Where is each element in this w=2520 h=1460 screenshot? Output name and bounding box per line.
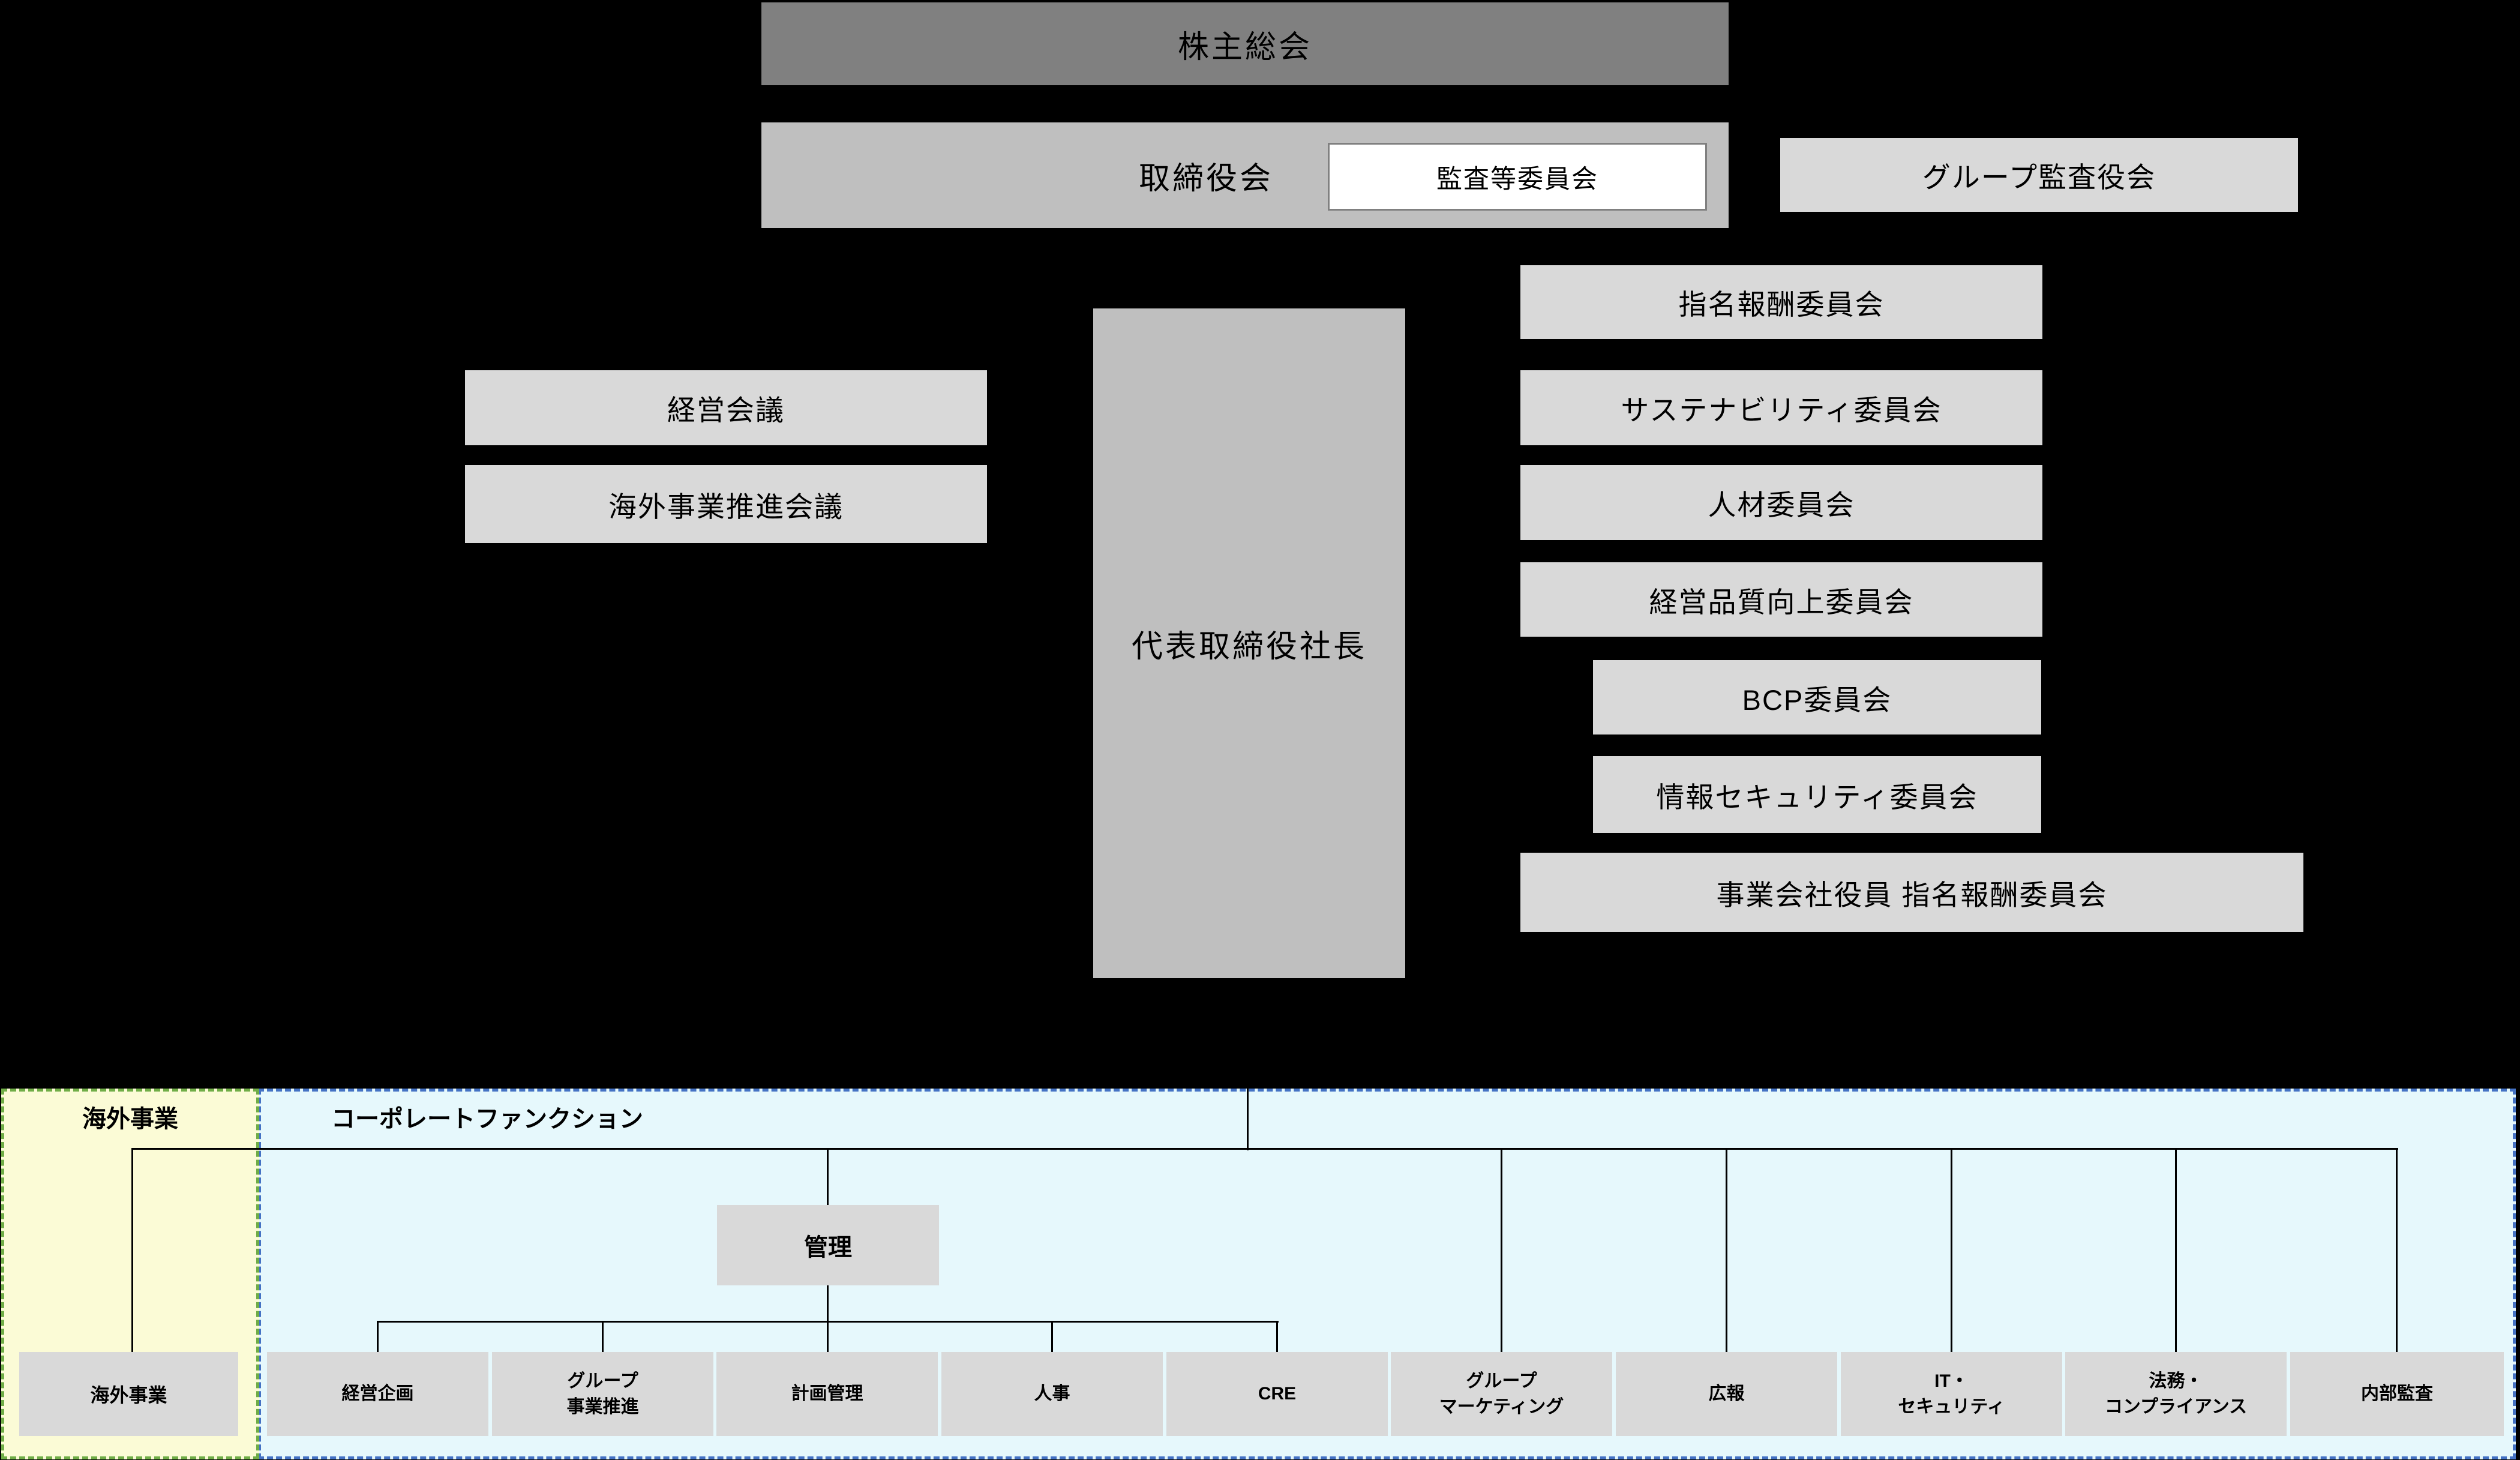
box-president: 代表取締役社長	[1093, 308, 1405, 978]
box-committee-subsidiary-officers: 事業会社役員 指名報酬委員会	[1520, 853, 2303, 932]
box-dept-group-business-promotion: グループ 事業推進	[492, 1352, 713, 1436]
connector-management-down	[827, 1285, 829, 1353]
box-dept-cre: CRE	[1166, 1352, 1388, 1436]
box-dept-legal-compliance: 法務・ コンプライアンス	[2065, 1352, 2287, 1436]
connector-sub-horizontal	[377, 1321, 1279, 1323]
connector-drop-overseas	[131, 1148, 133, 1353]
box-group-audit-board: グループ監査役会	[1780, 138, 2298, 212]
corporate-panel-header: コーポレートファンクション	[331, 1106, 643, 1132]
overseas-panel-header: 海外事業	[82, 1106, 178, 1132]
box-dept-it-security: IT・ セキュリティ	[1841, 1352, 2062, 1436]
connector-president-drop	[1247, 978, 1249, 1150]
box-dept-corporate-planning: 経営企画	[267, 1352, 488, 1436]
connector-drop-group-marketing	[1501, 1148, 1502, 1353]
connector-drop-management	[827, 1148, 829, 1206]
box-management-dept: 管理	[717, 1205, 939, 1285]
box-overseas-division: 海外事業	[19, 1352, 238, 1436]
box-committee-information-security: 情報セキュリティ委員会	[1593, 756, 2041, 833]
box-shareholders-meeting: 株主総会	[761, 2, 1729, 85]
connector-drop-legal	[2175, 1148, 2177, 1353]
connector-drop-pr	[1726, 1148, 1727, 1353]
box-overseas-promotion-meeting: 海外事業推進会議	[465, 465, 987, 543]
box-dept-planning-management: 計画管理	[716, 1352, 938, 1436]
connector-drop-it-security	[1951, 1148, 1952, 1353]
box-committee-human-resources: 人材委員会	[1520, 465, 2042, 540]
box-dept-internal-audit: 内部監査	[2290, 1352, 2504, 1436]
box-audit-supervisory-committee: 監査等委員会	[1328, 143, 1707, 211]
connector-drop-hr	[1051, 1321, 1053, 1353]
connector-main-horizontal	[132, 1148, 2398, 1150]
box-management-meeting: 経営会議	[465, 370, 987, 445]
box-dept-group-marketing: グループ マーケティング	[1391, 1352, 1612, 1436]
box-dept-pr: 広報	[1616, 1352, 1837, 1436]
box-committee-nomination-remuneration: 指名報酬委員会	[1520, 265, 2042, 339]
box-committee-sustainability: サステナビリティ委員会	[1520, 370, 2042, 445]
connector-drop-internal-audit	[2396, 1148, 2398, 1353]
box-committee-management-quality: 経営品質向上委員会	[1520, 562, 2042, 637]
connector-drop-cre	[1276, 1321, 1278, 1353]
box-dept-hr: 人事	[941, 1352, 1163, 1436]
connector-audit-to-group-audit	[1707, 175, 1780, 177]
connector-drop-group-business	[602, 1321, 604, 1353]
box-committee-bcp: BCP委員会	[1593, 660, 2041, 735]
connector-drop-corporate-planning	[377, 1321, 379, 1353]
